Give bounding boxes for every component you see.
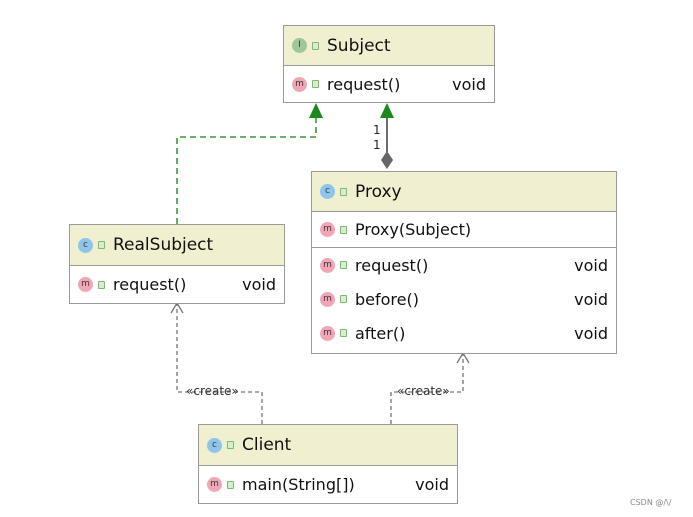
- method-signature: after(): [355, 323, 406, 343]
- method-return-type: void: [574, 255, 608, 275]
- method-signature: before(): [355, 289, 419, 309]
- class-name: Proxy: [355, 181, 402, 202]
- method-icon: m: [320, 222, 335, 237]
- class-icon: c: [320, 184, 335, 199]
- visibility-public-icon: [340, 261, 347, 269]
- class-header-realsubject: c RealSubject: [70, 225, 284, 266]
- proxy-subject-arrowhead: [380, 103, 394, 118]
- create-label-left: «create»: [186, 384, 239, 398]
- class-box-realsubject[interactable]: c RealSubject m request() void: [69, 224, 285, 304]
- constructor-signature: Proxy(Subject): [355, 220, 472, 239]
- class-header-subject: I Subject: [284, 26, 494, 66]
- method-row[interactable]: m main(String[]) void: [199, 466, 457, 503]
- class-name: Client: [242, 435, 292, 455]
- constructor-row[interactable]: m Proxy(Subject): [312, 212, 616, 248]
- create-dependency-right: [390, 354, 464, 424]
- realization-arrowhead: [309, 103, 323, 118]
- static-method-icon: m: [207, 477, 222, 492]
- method-icon: m: [78, 277, 93, 292]
- class-box-proxy[interactable]: c Proxy m Proxy(Subject) m request() voi…: [311, 171, 617, 354]
- method-return-type: void: [574, 323, 608, 343]
- method-icon: m: [320, 291, 335, 307]
- method-icon: m: [320, 325, 335, 341]
- method-row[interactable]: m after() void: [312, 316, 616, 350]
- method-return-type: void: [452, 74, 486, 94]
- class-icon: c: [207, 437, 222, 453]
- multiplicity-top: 1: [373, 123, 381, 137]
- method-signature: request(): [113, 275, 187, 294]
- method-row[interactable]: m request() void: [312, 248, 616, 282]
- aggregation-diamond: [381, 151, 393, 169]
- method-signature: request(): [327, 74, 401, 94]
- interface-icon: I: [292, 38, 307, 53]
- class-name: Subject: [327, 35, 391, 56]
- visibility-public-icon: [340, 187, 347, 196]
- visibility-public-icon: [340, 295, 347, 303]
- method-row[interactable]: m before() void: [312, 282, 616, 316]
- class-icon: c: [78, 237, 93, 253]
- method-return-type: void: [242, 275, 276, 294]
- visibility-public-icon: [340, 225, 347, 234]
- visibility-public-icon: [340, 329, 347, 337]
- visibility-public-icon: [227, 441, 234, 449]
- realization-line: [176, 112, 317, 224]
- class-box-subject[interactable]: I Subject m request() void: [283, 25, 495, 103]
- class-header-client: c Client: [199, 425, 457, 466]
- visibility-public-icon: [312, 80, 319, 88]
- class-header-proxy: c Proxy: [312, 172, 616, 212]
- source-credit: CSDN @/\/: [630, 498, 672, 507]
- class-box-client[interactable]: c Client m main(String[]) void: [198, 424, 458, 504]
- multiplicity-bottom: 1: [373, 138, 381, 152]
- visibility-public-icon: [312, 41, 319, 50]
- create-label-right: «create»: [397, 384, 450, 398]
- method-icon: m: [292, 76, 307, 92]
- visibility-public-icon: [98, 280, 105, 289]
- method-icon: m: [320, 257, 335, 273]
- class-name: RealSubject: [113, 235, 214, 255]
- visibility-public-icon: [227, 480, 234, 489]
- method-return-type: void: [574, 289, 608, 309]
- method-return-type: void: [415, 475, 449, 494]
- visibility-public-icon: [98, 241, 105, 249]
- method-row[interactable]: m request() void: [284, 66, 494, 102]
- method-row[interactable]: m request() void: [70, 266, 284, 303]
- create-dependency-left: [176, 304, 263, 424]
- method-signature: request(): [355, 255, 429, 275]
- method-signature: main(String[]): [242, 475, 355, 494]
